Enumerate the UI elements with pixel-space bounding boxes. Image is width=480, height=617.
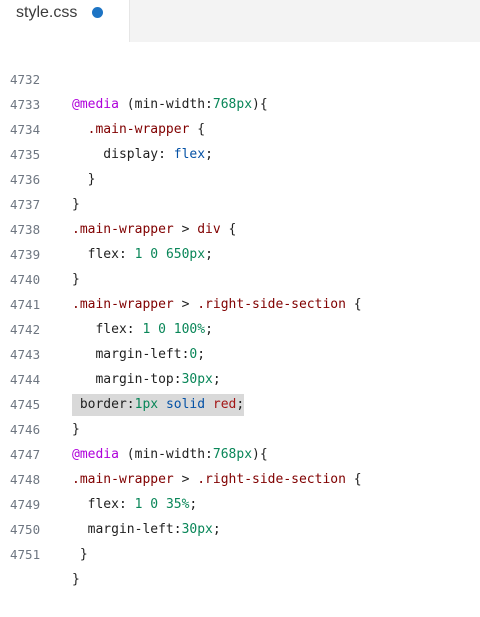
line-number: 4734: [10, 122, 41, 137]
code-line[interactable]: 4739 }: [0, 217, 480, 287]
line-number: 4740: [10, 272, 41, 287]
code-text[interactable]: }: [72, 197, 80, 212]
line-number: 4732: [10, 72, 41, 87]
code-line[interactable]: 4741 flex: 1 0 100%;: [0, 267, 480, 337]
code-line[interactable]: 4736 }: [0, 142, 480, 212]
code-text[interactable]: margin-left:0;: [72, 347, 206, 362]
code-line[interactable]: 4748 flex: 1 0 35%;: [0, 442, 480, 512]
code-text[interactable]: margin-left:30px;: [72, 522, 221, 537]
tab-style-css[interactable]: style.css: [0, 0, 130, 42]
code-line-selected[interactable]: 4744 border:1px solid red;: [0, 342, 480, 416]
code-text[interactable]: @media (min-width:768px){: [72, 97, 268, 112]
code-line[interactable]: 4732 @media (min-width:768px){: [0, 42, 480, 112]
code-line[interactable]: 4742 margin-left:0;: [0, 292, 480, 362]
tab-bar: style.css: [0, 0, 480, 42]
code-text[interactable]: }: [72, 172, 96, 187]
code-text[interactable]: }: [72, 547, 88, 562]
line-number: 4749: [10, 497, 41, 512]
code-text[interactable]: flex: 1 0 35%;: [72, 497, 198, 512]
code-line[interactable]: 4750 }: [0, 492, 480, 562]
code-line[interactable]: 4743 margin-top:30px;: [0, 317, 480, 387]
code-line[interactable]: 4747 .main-wrapper > .right-side-section…: [0, 417, 480, 487]
code-text[interactable]: flex: 1 0 650px;: [72, 247, 213, 262]
tab-filename: style.css: [16, 4, 78, 21]
code-text[interactable]: .main-wrapper > .right-side-section {: [72, 472, 362, 487]
line-number: 4745: [10, 397, 41, 412]
line-number: 4748: [10, 472, 41, 487]
code-editor[interactable]: 4732 @media (min-width:768px){ 4733 .mai…: [0, 42, 480, 602]
line-number: 4751: [10, 547, 41, 562]
code-line[interactable]: 4733 .main-wrapper {: [0, 67, 480, 137]
code-line[interactable]: 4734 display: flex;: [0, 92, 480, 162]
code-line[interactable]: 4749 margin-left:30px;: [0, 467, 480, 537]
line-number: 4739: [10, 247, 41, 262]
code-text[interactable]: }: [72, 422, 80, 437]
line-number: 4747: [10, 447, 41, 462]
line-number: 4750: [10, 522, 41, 537]
line-number: 4733: [10, 97, 41, 112]
code-text[interactable]: margin-top:30px;: [72, 372, 221, 387]
line-number: 4741: [10, 297, 41, 312]
code-text[interactable]: @media (min-width:768px){: [72, 447, 268, 462]
line-number: 4743: [10, 347, 41, 362]
code-text[interactable]: }: [72, 272, 80, 287]
line-number: 4737: [10, 197, 41, 212]
line-number: 4742: [10, 322, 41, 337]
code-line[interactable]: 4735 }: [0, 117, 480, 187]
code-line[interactable]: 4740 .main-wrapper > .right-side-section…: [0, 242, 480, 312]
line-number: 4744: [10, 372, 41, 387]
code-text[interactable]: .main-wrapper {: [87, 122, 206, 137]
line-number: 4738: [10, 222, 41, 237]
unsaved-changes-dot-icon[interactable]: [92, 7, 103, 18]
line-number: 4746: [10, 422, 41, 437]
code-text[interactable]: }: [72, 572, 80, 587]
code-text[interactable]: border:1px solid red;: [72, 392, 245, 417]
text-selection[interactable]: border:1px solid red;: [72, 394, 245, 416]
code-text[interactable]: flex: 1 0 100%;: [72, 322, 213, 337]
code-text[interactable]: display: flex;: [72, 147, 213, 162]
code-line[interactable]: 4738 flex: 1 0 650px;: [0, 192, 480, 262]
code-text[interactable]: .main-wrapper > .right-side-section {: [72, 297, 362, 312]
code-line[interactable]: 4745 }: [0, 367, 480, 437]
code-text[interactable]: .main-wrapper > div {: [72, 222, 237, 237]
line-number: 4735: [10, 147, 41, 162]
line-number: 4736: [10, 172, 41, 187]
code-line[interactable]: 4737 .main-wrapper > div {: [0, 167, 480, 237]
code-line[interactable]: 4746 @media (min-width:768px){: [0, 392, 480, 462]
code-line[interactable]: 4751 }: [0, 517, 480, 587]
